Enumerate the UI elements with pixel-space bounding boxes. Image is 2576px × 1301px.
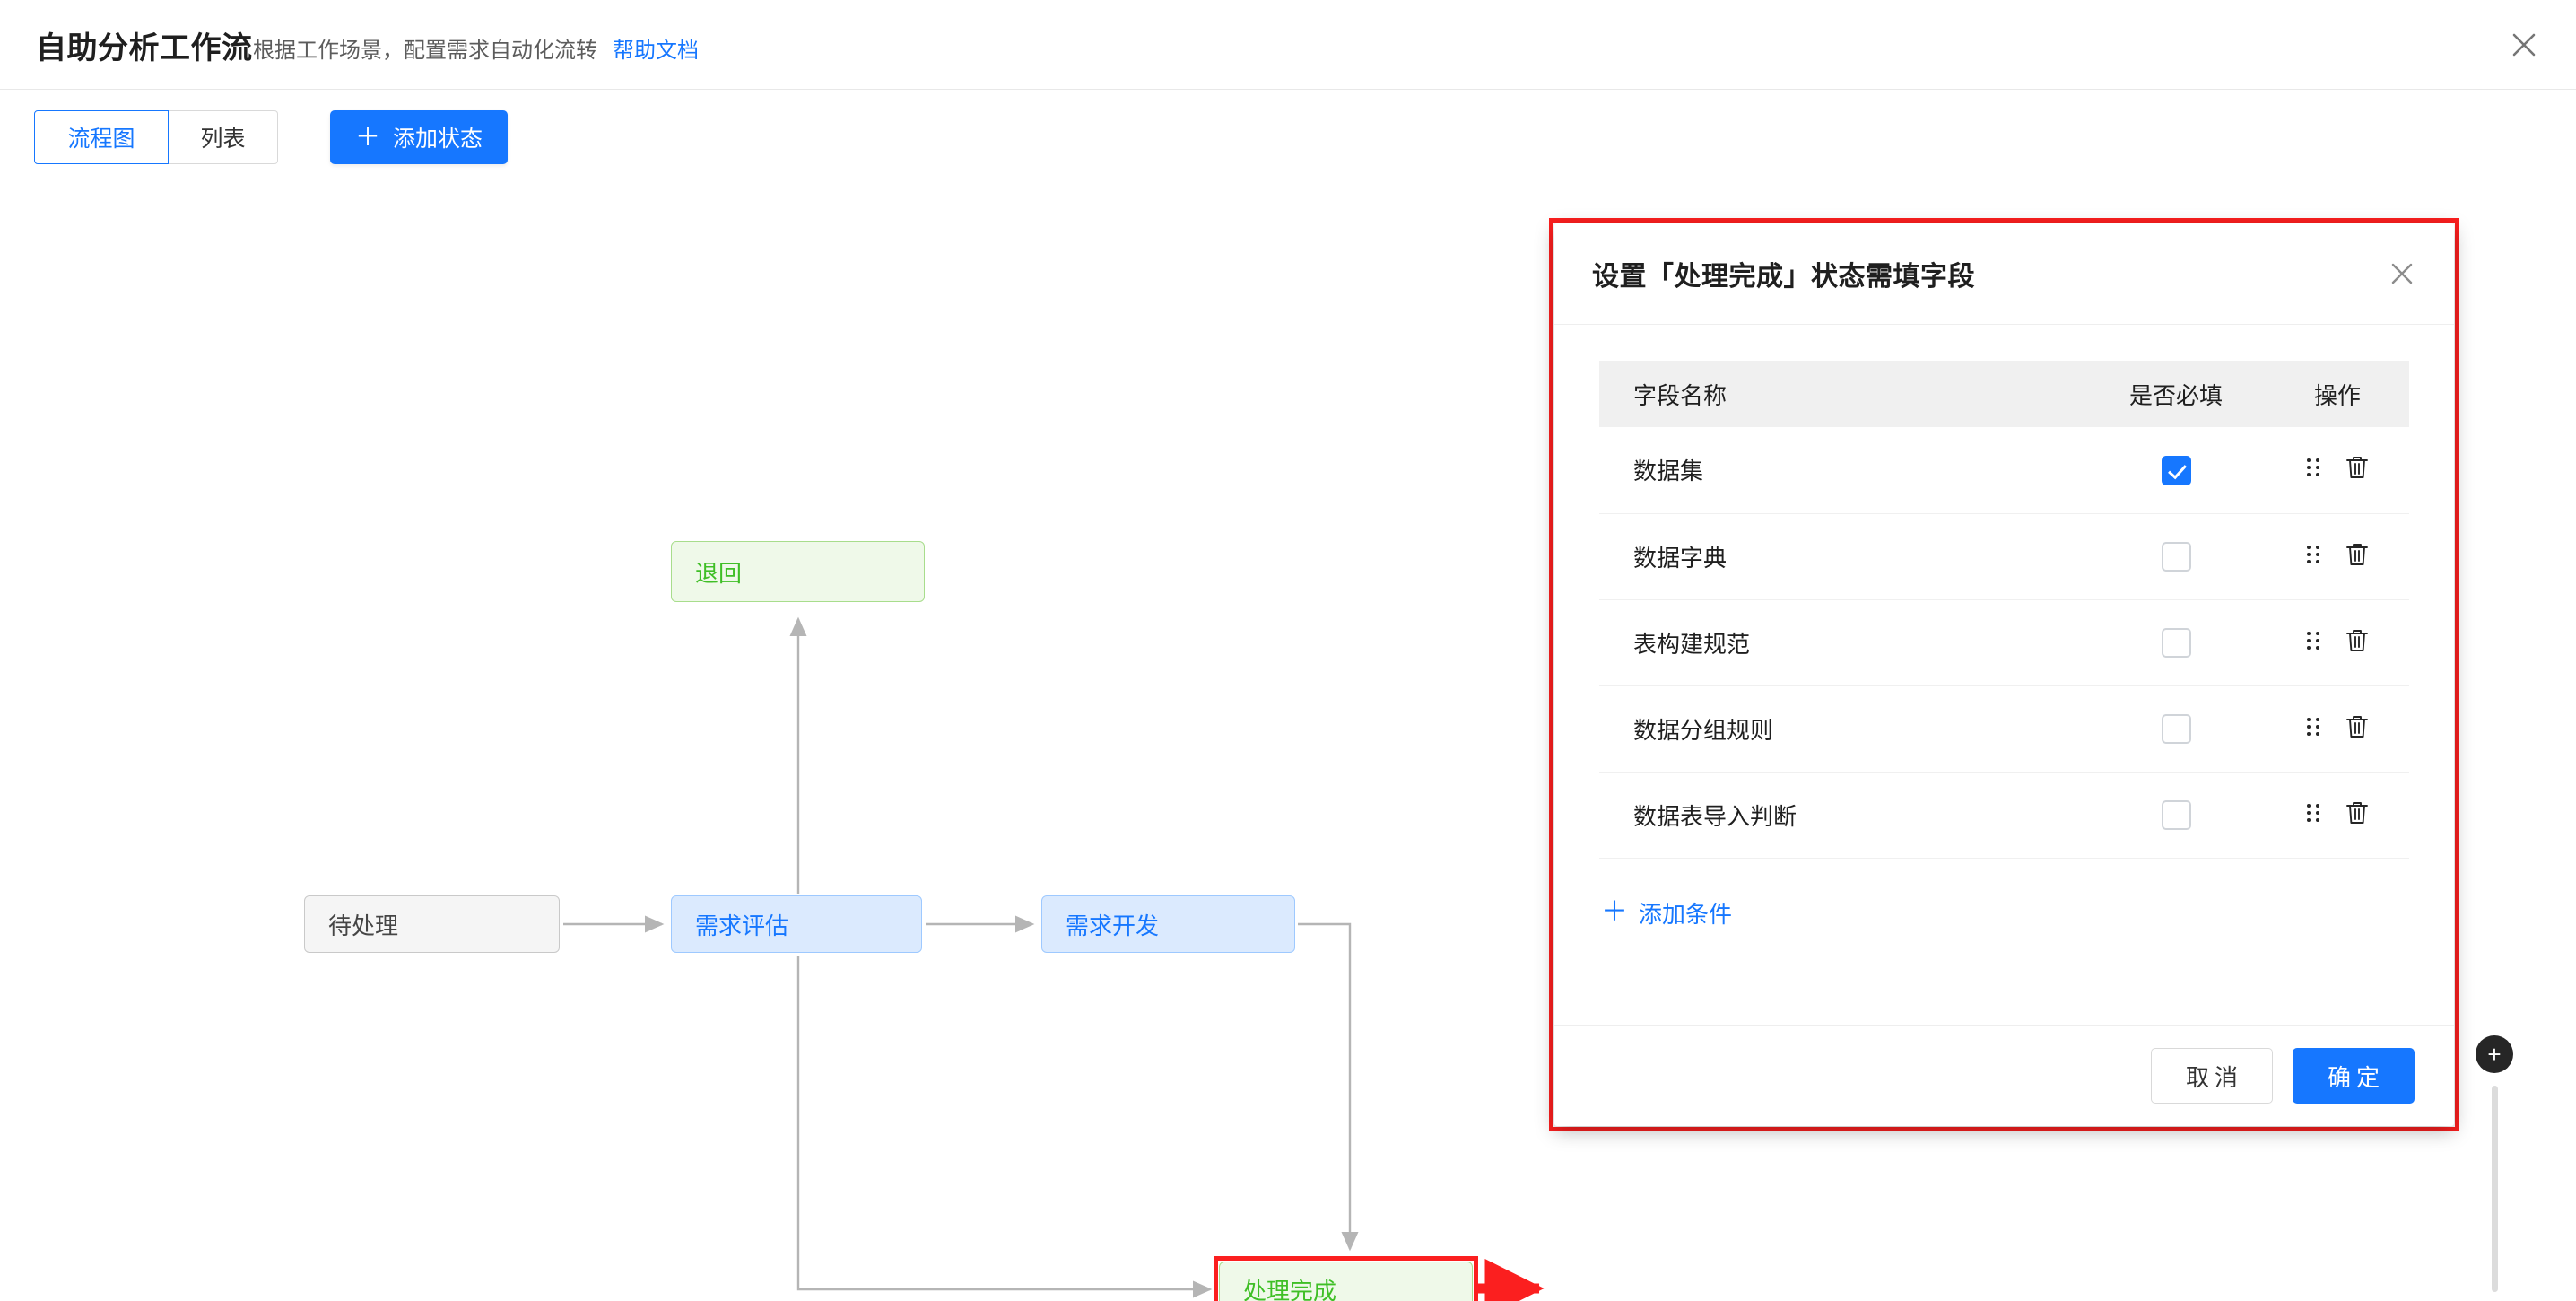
flow-connectors xyxy=(563,616,1545,1301)
field-name-cell: 数据集 xyxy=(1599,427,2086,514)
action-cell xyxy=(2266,685,2409,773)
tab-flowchart[interactable]: 流程图 xyxy=(34,110,169,164)
trash-icon[interactable] xyxy=(2345,799,2370,826)
page-subtitle: 根据工作场景，配置需求自动化流转 xyxy=(253,39,597,63)
trash-icon[interactable] xyxy=(2345,627,2370,654)
table-header-row: 字段名称 是否必填 操作 xyxy=(1599,361,2409,427)
close-icon[interactable] xyxy=(2504,25,2544,65)
dialog-title: 设置「处理完成」状态需填字段 xyxy=(1592,262,1975,292)
flow-node-label: 退回 xyxy=(695,559,743,587)
required-checkbox[interactable] xyxy=(2161,713,2191,744)
tab-list[interactable]: 列表 xyxy=(169,110,278,164)
close-icon[interactable] xyxy=(2384,256,2420,292)
column-header-required: 是否必填 xyxy=(2086,361,2266,427)
field-name-cell: 数据字典 xyxy=(1599,513,2086,600)
confirm-button[interactable]: 确定 xyxy=(2293,1048,2415,1104)
add-condition-button[interactable]: ＋ 添加条件 xyxy=(1601,896,1732,930)
action-cell xyxy=(2266,513,2409,600)
plus-icon: ＋ xyxy=(355,123,381,151)
column-header-field-name: 字段名称 xyxy=(1599,361,2086,427)
flow-node-label: 处理完成 xyxy=(1243,1277,1337,1301)
table-row: 数据字典 xyxy=(1599,513,2409,600)
row-actions xyxy=(2305,799,2370,826)
required-checkbox[interactable] xyxy=(2161,627,2191,658)
row-actions xyxy=(2305,454,2370,481)
required-checkbox[interactable] xyxy=(2161,799,2191,830)
field-name-cell: 数据表导入判断 xyxy=(1599,772,2086,859)
drag-handle-icon[interactable] xyxy=(2305,629,2321,652)
dialog-header: 设置「处理完成」状态需填字段 xyxy=(1554,223,2454,325)
required-cell xyxy=(2086,513,2266,600)
field-name-cell: 表构建规范 xyxy=(1599,599,2086,686)
add-state-button[interactable]: ＋ 添加状态 xyxy=(330,110,509,164)
drag-handle-icon[interactable] xyxy=(2305,543,2321,566)
page-title: 自助分析工作流 xyxy=(36,31,253,65)
table-head: 字段名称 是否必填 操作 xyxy=(1599,361,2409,427)
action-cell xyxy=(2266,772,2409,859)
table-body: 数据集 xyxy=(1599,427,2409,859)
row-actions xyxy=(2305,627,2370,654)
required-checkbox[interactable] xyxy=(2161,455,2191,485)
table-row: 数据分组规则 xyxy=(1599,685,2409,773)
required-cell xyxy=(2086,772,2266,859)
row-actions xyxy=(2305,713,2370,740)
drag-handle-icon[interactable] xyxy=(2305,801,2321,825)
table-row: 数据集 xyxy=(1599,427,2409,514)
required-fields-table: 字段名称 是否必填 操作 数据集 xyxy=(1599,361,2409,859)
table-row: 表构建规范 xyxy=(1599,599,2409,686)
cancel-button[interactable]: 取消 xyxy=(2151,1048,2273,1104)
help-doc-link[interactable]: 帮助文档 xyxy=(613,39,699,63)
drag-handle-icon[interactable] xyxy=(2305,456,2321,479)
add-state-label: 添加状态 xyxy=(393,127,483,152)
flow-node-label: 待处理 xyxy=(328,912,399,939)
field-name-cell: 数据分组规则 xyxy=(1599,685,2086,773)
required-fields-dialog: 设置「处理完成」状态需填字段 字段名称 是否必填 操作 数据集 xyxy=(1554,223,2454,1126)
flow-node-pending[interactable]: 待处理 xyxy=(304,895,560,953)
view-mode-switch: 流程图 列表 xyxy=(34,110,278,164)
column-header-action: 操作 xyxy=(2266,361,2409,427)
flow-node-label: 需求评估 xyxy=(695,912,789,939)
zoom-control: + xyxy=(2472,1035,2517,1292)
page-header: 自助分析工作流 根据工作场景，配置需求自动化流转 帮助文档 xyxy=(0,0,2576,90)
flow-node-develop[interactable]: 需求开发 xyxy=(1041,895,1295,953)
row-actions xyxy=(2305,541,2370,568)
toolbar: 流程图 列表 ＋ 添加状态 xyxy=(0,90,2576,197)
action-cell xyxy=(2266,599,2409,686)
table-row: 数据表导入判断 xyxy=(1599,772,2409,859)
action-cell xyxy=(2266,427,2409,514)
trash-icon[interactable] xyxy=(2345,541,2370,568)
drag-handle-icon[interactable] xyxy=(2305,715,2321,738)
required-cell xyxy=(2086,427,2266,514)
required-cell xyxy=(2086,599,2266,686)
trash-icon[interactable] xyxy=(2345,454,2370,481)
trash-icon[interactable] xyxy=(2345,713,2370,740)
required-checkbox[interactable] xyxy=(2161,541,2191,572)
flow-node-label: 需求开发 xyxy=(1066,912,1160,939)
plus-icon: ＋ xyxy=(1601,897,1628,927)
flow-node-rollback[interactable]: 退回 xyxy=(671,541,925,602)
required-cell xyxy=(2086,685,2266,773)
flow-node-done[interactable]: 处理完成 xyxy=(1219,1262,1473,1301)
add-condition-label: 添加条件 xyxy=(1639,900,1733,928)
flow-node-review[interactable]: 需求评估 xyxy=(671,895,922,953)
dialog-footer: 取消 确定 xyxy=(1554,1025,2454,1126)
zoom-slider-track[interactable] xyxy=(2491,1086,2498,1292)
zoom-in-icon[interactable]: + xyxy=(2476,1035,2513,1073)
dialog-body: 字段名称 是否必填 操作 数据集 xyxy=(1554,325,2454,1025)
